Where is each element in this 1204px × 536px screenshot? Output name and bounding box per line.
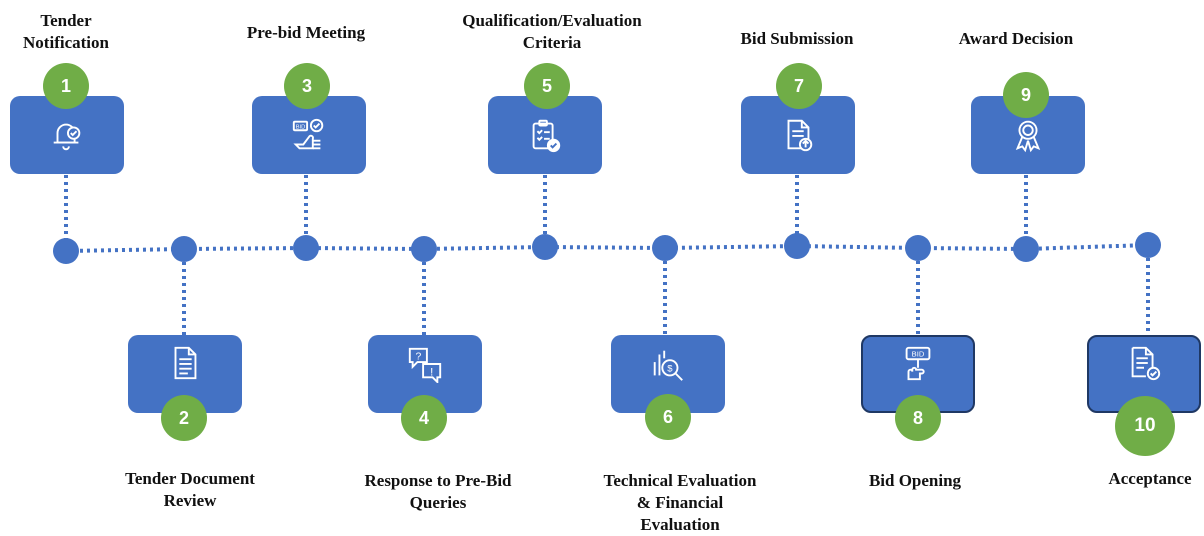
- timeline-node-9: [1013, 236, 1039, 262]
- step-10-badge: 10: [1115, 396, 1175, 456]
- document-approved-icon: [1131, 346, 1161, 381]
- step-2-label: Tender Document Review: [125, 469, 255, 510]
- step-7-badge: 7: [776, 63, 822, 109]
- svg-text:?: ?: [415, 351, 421, 362]
- timeline-node-2: [171, 236, 197, 262]
- timeline-node-3: [293, 235, 319, 261]
- step-7-label: Bid Submission: [740, 29, 854, 48]
- document-icon: [174, 346, 197, 380]
- step-5-badge: 5: [524, 63, 570, 109]
- step-8-badge: 8: [895, 395, 941, 441]
- step-3-box: BID: [252, 96, 366, 174]
- svg-text:BID: BID: [296, 124, 305, 130]
- timeline-node-10: [1135, 232, 1161, 258]
- step-3-label: Pre-bid Meeting: [246, 23, 366, 42]
- timeline-node-4: [411, 236, 437, 262]
- step-9-label: Award Decision: [958, 29, 1074, 48]
- step-4-badge: 4: [401, 395, 447, 441]
- step-6-label: Technical Evaluation & Financial Evaluat…: [603, 471, 757, 534]
- step-5-label: Qualification/Evaluation Criteria: [462, 11, 642, 52]
- step-4-label: Response to Pre-Bid Queries: [364, 471, 512, 512]
- svg-text:$: $: [667, 364, 673, 375]
- step-8-label: Bid Opening: [868, 471, 962, 490]
- question-exclamation-icon: ? !: [408, 347, 442, 383]
- bell-check-icon: [53, 123, 81, 151]
- step-10-label: Acceptance: [1108, 469, 1192, 488]
- step-9-badge: 9: [1003, 72, 1049, 118]
- timeline-node-6: [652, 235, 678, 261]
- bid-hand-icon: BID: [292, 118, 324, 150]
- step-5-box: [488, 96, 602, 174]
- file-upload-icon: [787, 119, 813, 152]
- step-1-label: Tender Notification: [23, 11, 109, 52]
- clipboard-check-icon: [532, 119, 561, 153]
- bid-sign-icon: BID: [905, 346, 931, 381]
- step-1-badge: 1: [43, 63, 89, 109]
- timeline-line: [65, 243, 1149, 253]
- step-3-badge: 3: [284, 63, 330, 109]
- award-ribbon-icon: [1015, 120, 1041, 153]
- step-6-badge: 6: [645, 394, 691, 440]
- svg-text:!: !: [430, 366, 433, 378]
- timeline-node-7: [784, 233, 810, 259]
- chart-dollar-search-icon: $: [653, 350, 683, 381]
- timeline-node-8: [905, 235, 931, 261]
- timeline-node-1: [53, 238, 79, 264]
- step-2-badge: 2: [161, 395, 207, 441]
- step-7-box: [741, 96, 855, 174]
- svg-text:BID: BID: [912, 349, 925, 358]
- step-1-box: [10, 96, 124, 174]
- timeline-node-5: [532, 234, 558, 260]
